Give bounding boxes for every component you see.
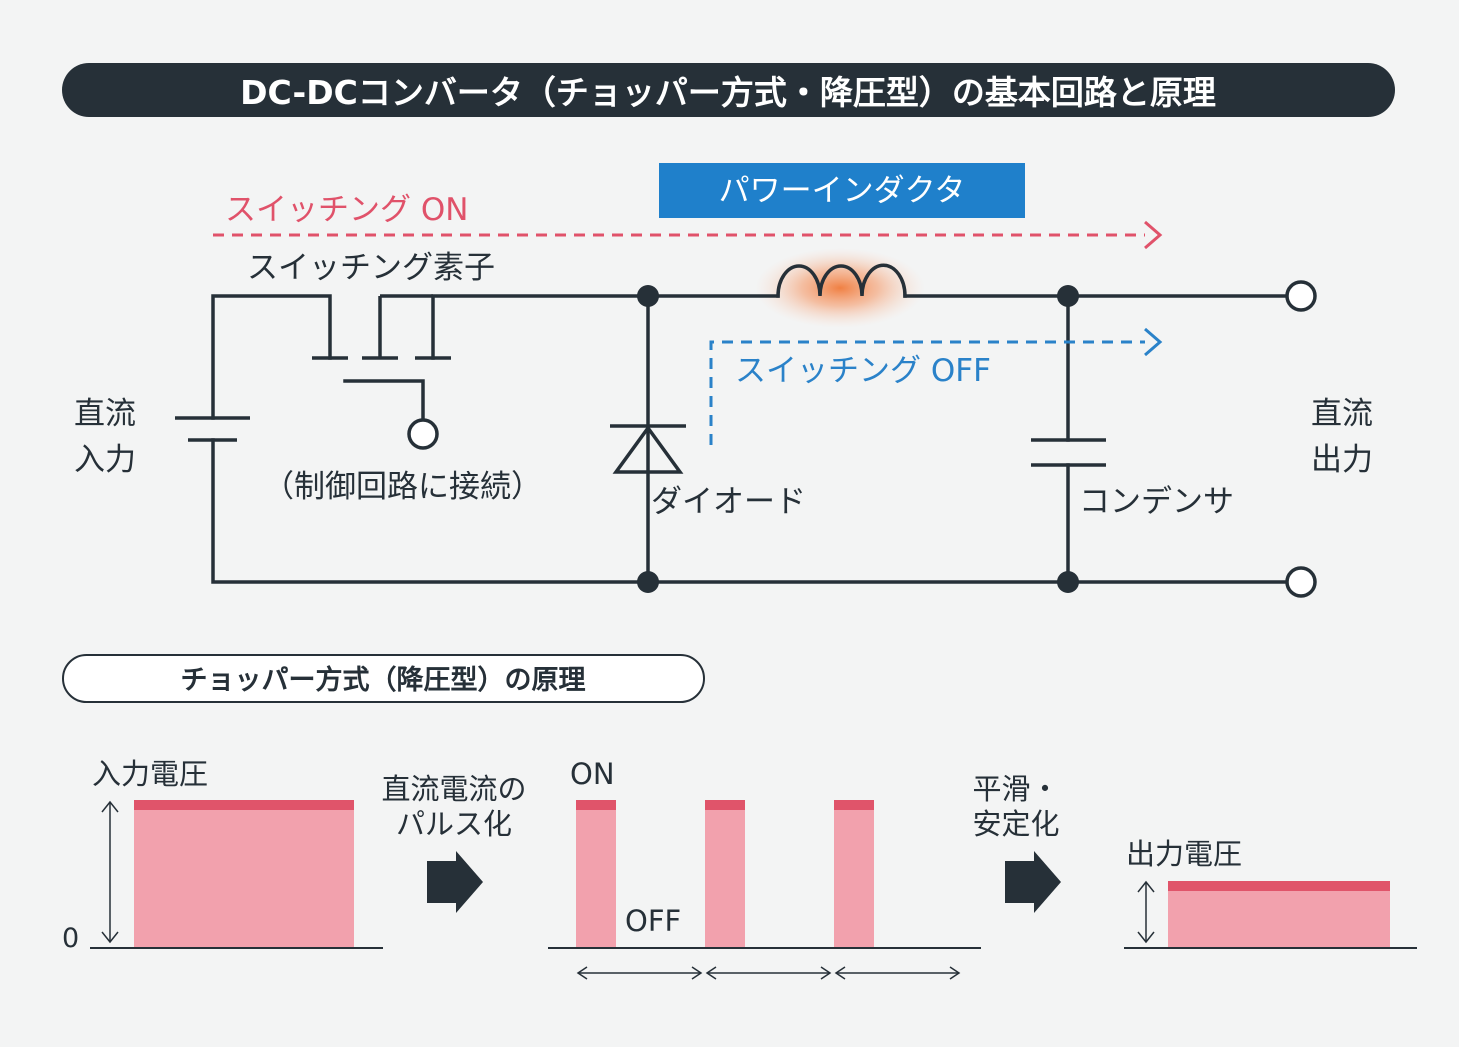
junction-dots	[637, 285, 1079, 593]
switching-off-arrowhead	[1144, 327, 1163, 357]
pulse-bar-top	[834, 800, 874, 810]
smooth-step-label-line2: 安定化	[972, 807, 1059, 841]
switch-drain-wire	[431, 294, 780, 360]
control-circuit-note: （制御回路に接続）	[263, 469, 542, 505]
power-inductor-badge	[659, 163, 1025, 218]
input-positive-wire	[211, 294, 332, 420]
dc-input-label-line2: 入力	[74, 442, 136, 478]
power-inductor-label: パワーインダクタ	[719, 173, 966, 209]
input-voltage-label: 入力電圧	[92, 757, 208, 791]
capacitor-symbol	[1031, 438, 1106, 467]
switch-element-label: スイッチング素子	[247, 250, 495, 286]
capacitor-label: コンデンサ	[1079, 484, 1234, 520]
period-arrows	[576, 966, 961, 980]
step-arrow-icon	[1005, 851, 1061, 913]
dc-output-label-line2: 出力	[1311, 442, 1373, 478]
gate-terminal	[407, 418, 439, 450]
principle-section: チョッパー方式（降圧型）の原理 入力電圧 0 直流電流の パルス化 ON OFF	[62, 654, 1417, 980]
inductor-glow	[755, 248, 925, 328]
mosfet-switch-symbol	[312, 294, 451, 360]
step-arrow-icon	[427, 851, 483, 913]
off-label: OFF	[625, 904, 681, 938]
output-voltage-block	[1168, 881, 1390, 948]
gate-wire	[343, 379, 425, 422]
pulse-step-label-line1: 直流電流の	[381, 772, 526, 806]
output-voltage-arrow	[1137, 880, 1155, 944]
pulse-bar	[705, 800, 745, 948]
principle-heading-box	[62, 654, 705, 703]
switching-off-label: スイッチング OFF	[735, 353, 991, 389]
ground-wire	[211, 438, 1289, 584]
pulse-step-label-line2: パルス化	[396, 807, 512, 841]
circuit-diagram: スイッチング ON パワーインダクタ スイッチング素子	[74, 163, 1373, 598]
battery-symbol	[175, 416, 250, 442]
output-voltage-top	[1168, 881, 1390, 891]
principle-heading: チョッパー方式（降圧型）の原理	[181, 664, 586, 696]
page-title: DC-DCコンバータ（チョッパー方式・降圧型）の基本回路と原理	[240, 73, 1216, 112]
diode-symbol	[610, 424, 686, 474]
output-terminal-negative	[1285, 566, 1317, 598]
switching-on-label: スイッチング ON	[225, 192, 468, 228]
output-terminal-positive	[1285, 280, 1317, 312]
switching-on-arrowhead	[1144, 220, 1163, 250]
switching-off-arrow	[709, 340, 1145, 445]
zero-label: 0	[62, 923, 79, 954]
input-voltage-top	[134, 800, 354, 810]
pulse-bar	[576, 800, 616, 948]
pulse-bar-top	[576, 800, 616, 810]
pulse-bar-top	[705, 800, 745, 810]
title-bar: DC-DCコンバータ（チョッパー方式・降圧型）の基本回路と原理	[62, 63, 1395, 117]
pulse-bars	[576, 800, 874, 948]
dc-input-label-line1: 直流	[74, 396, 136, 432]
smooth-step-label-line1: 平滑・	[972, 772, 1059, 806]
dc-output-label-line1: 直流	[1311, 396, 1373, 432]
inductor-coil	[776, 263, 907, 298]
on-label: ON	[570, 757, 615, 791]
input-voltage-arrow	[101, 800, 119, 944]
diode-label: ダイオード	[651, 484, 806, 520]
output-voltage-label: 出力電圧	[1126, 837, 1242, 871]
input-voltage-block	[134, 800, 354, 948]
pulse-bar	[834, 800, 874, 948]
